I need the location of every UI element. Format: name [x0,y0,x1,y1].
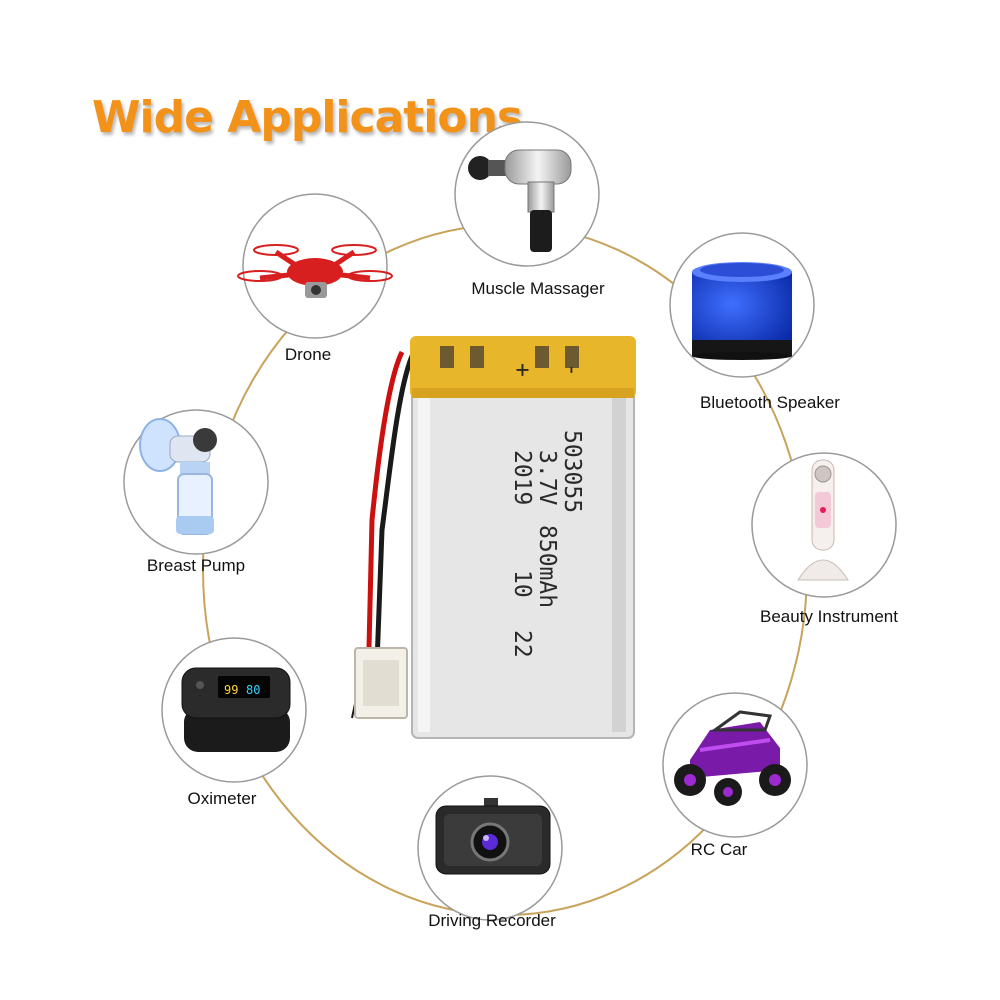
app-breast-pump [123,409,269,555]
app-rc-car [662,692,808,838]
massage-gun-icon [468,149,572,252]
app-oximeter: 99 80 [161,637,307,783]
app-bluetooth-speaker [669,232,815,378]
battery-plus: + [509,363,535,377]
dashcam-icon [435,798,551,875]
label-muscle-massager: Muscle Massager [471,279,605,298]
battery-model: 503055 [559,430,585,513]
app-beauty-instrument [751,452,897,598]
black-wire [373,355,415,691]
red-wire [365,350,405,691]
oximeter-spo2: 99 [224,683,238,697]
page-title: Wide Applications [92,92,523,143]
app-driving-recorder [417,775,563,921]
battery-capacity: 850mAh [534,525,560,608]
label-drone: Drone [284,345,332,364]
breast-pump-icon [139,418,217,535]
label-driving-recorder: Driving Recorder [428,911,556,930]
battery-date-year: 2019 [509,450,535,505]
battery-wrap [410,336,636,398]
battery: 503055 850mAh 22 - 3.7V + 2019 10 [351,336,636,739]
oximeter-icon: 99 80 [181,667,291,752]
label-oximeter: Oximeter [187,789,257,808]
app-drone [237,193,393,339]
label-beauty-instrument: Beauty Instrument [760,607,898,626]
label-breast-pump: Breast Pump [146,556,246,575]
label-rc-car: RC Car [690,840,748,859]
speaker-icon [692,262,792,360]
drone-icon [237,244,393,298]
battery-date-month: 10 [509,570,535,598]
battery-minus: - [559,363,585,377]
battery-voltage: 3.7V [534,450,560,506]
rc-car-icon [674,710,791,806]
beauty-device-icon [797,459,849,581]
oximeter-pulse: 80 [246,683,260,697]
app-muscle-massager [454,121,600,267]
battery-date-day: 22 [509,630,535,658]
label-bluetooth-speaker: Bluetooth Speaker [700,393,840,412]
